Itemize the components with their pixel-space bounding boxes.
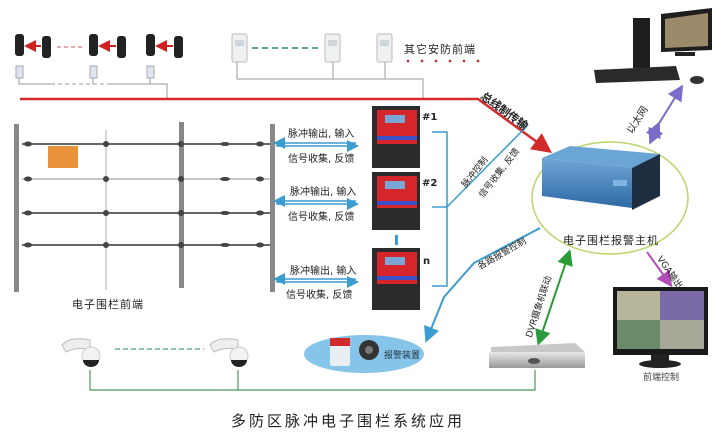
infrared-beam-detector-icon	[146, 34, 183, 79]
alarm-device-label: 报警装置	[384, 351, 421, 361]
ethernet-line	[657, 84, 684, 126]
other-security-frontend-label: 其它安防前端	[404, 43, 476, 56]
dvr-linkage-link	[535, 249, 573, 346]
vga-link	[646, 251, 673, 288]
electric-fence-icon	[14, 122, 275, 292]
other-security-frontend	[231, 33, 480, 99]
pir-detector-icon	[231, 33, 248, 63]
pulse-io-label-3: 脉冲输出, 输入	[290, 266, 357, 277]
red-dots	[406, 59, 480, 63]
pulse-io-label-2: 脉冲输出, 输入	[290, 187, 357, 198]
diagram-title: 多防区脉冲电子围栏系统应用	[231, 412, 466, 430]
pulse-host-icon	[372, 248, 420, 310]
front-control-label: 前端控制	[643, 373, 680, 383]
pulse-io-links	[273, 137, 359, 288]
host-label-1: #1	[422, 112, 438, 123]
pulse-host-icon	[372, 106, 420, 168]
ethernet-link	[645, 121, 664, 145]
signal-feedback-label-2: 信号收集, 反馈	[288, 212, 355, 223]
pir-detector-icon	[376, 33, 393, 63]
signal-feedback-label-1: 信号收集, 反馈	[288, 154, 355, 165]
warning-sign	[48, 146, 78, 168]
bus-line	[20, 97, 553, 153]
alarm-host-icon	[542, 146, 660, 210]
dome-camera-icon	[61, 338, 101, 367]
host-bus-bracket	[432, 124, 529, 287]
ellipsis-marker	[395, 235, 398, 245]
infrared-beam-detector-icon	[89, 34, 126, 79]
dome-camera-icon	[209, 338, 249, 367]
computer-icon	[594, 8, 712, 84]
host-label-2: #2	[422, 178, 438, 189]
alarm-host-label: 电子围栏报警主机	[563, 234, 659, 247]
monitor-icon	[613, 287, 708, 368]
infrared-beam-detector-icon	[15, 34, 51, 79]
host-label-n: n	[423, 256, 431, 267]
pulse-host-icon	[372, 172, 420, 230]
camera-line	[89, 370, 536, 391]
pir-detector-icon	[324, 33, 341, 63]
beam-detectors	[15, 34, 183, 99]
dvr-icon	[489, 343, 585, 368]
siren-icon	[330, 338, 379, 366]
signal-feedback-label-3: 信号收集, 反馈	[286, 290, 353, 301]
alarm-control-link	[424, 227, 541, 343]
fence-frontend-label: 电子围栏前端	[72, 298, 144, 311]
pulse-io-label-1: 脉冲输出, 输入	[288, 129, 355, 140]
